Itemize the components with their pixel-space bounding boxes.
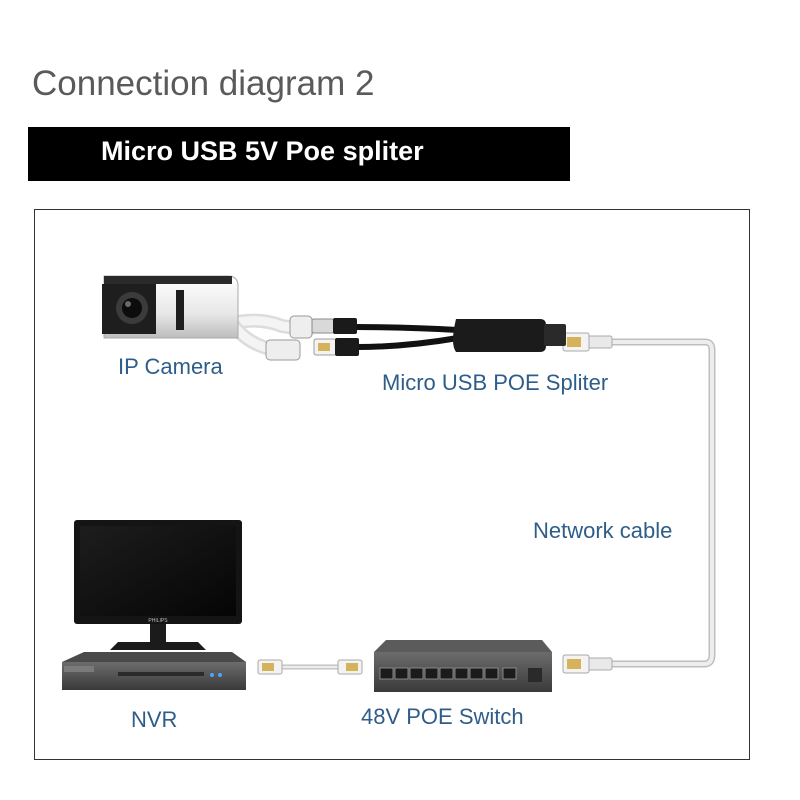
nvr-switch-cable bbox=[257, 659, 363, 675]
rj45-plug-icon bbox=[562, 332, 613, 352]
rj45-plug-icon bbox=[257, 659, 283, 675]
monitor-icon: PHILIPS bbox=[74, 520, 242, 650]
poe-splitter-icon bbox=[311, 318, 566, 356]
splitter-label: Micro USB POE Spliter bbox=[382, 370, 609, 395]
subtitle-banner: Micro USB 5V Poe spliter bbox=[28, 127, 570, 181]
page-title: Connection diagram 2 bbox=[32, 64, 375, 103]
rj45-plug-icon bbox=[562, 654, 613, 674]
monitor-brand: PHILIPS bbox=[148, 618, 168, 624]
diagram-frame bbox=[34, 209, 750, 760]
banner-text: Micro USB 5V Poe spliter bbox=[101, 136, 424, 166]
ip-camera-label: IP Camera bbox=[118, 354, 223, 379]
network-cable-label: Network cable bbox=[533, 518, 673, 543]
nvr-label: NVR bbox=[131, 707, 178, 732]
nvr-icon bbox=[62, 652, 246, 690]
rj45-plug-icon bbox=[337, 659, 363, 675]
switch-label: 48V POE Switch bbox=[361, 704, 524, 729]
network-cable bbox=[608, 338, 716, 668]
ip-camera-icon bbox=[102, 275, 315, 361]
poe-switch-icon bbox=[374, 640, 552, 692]
